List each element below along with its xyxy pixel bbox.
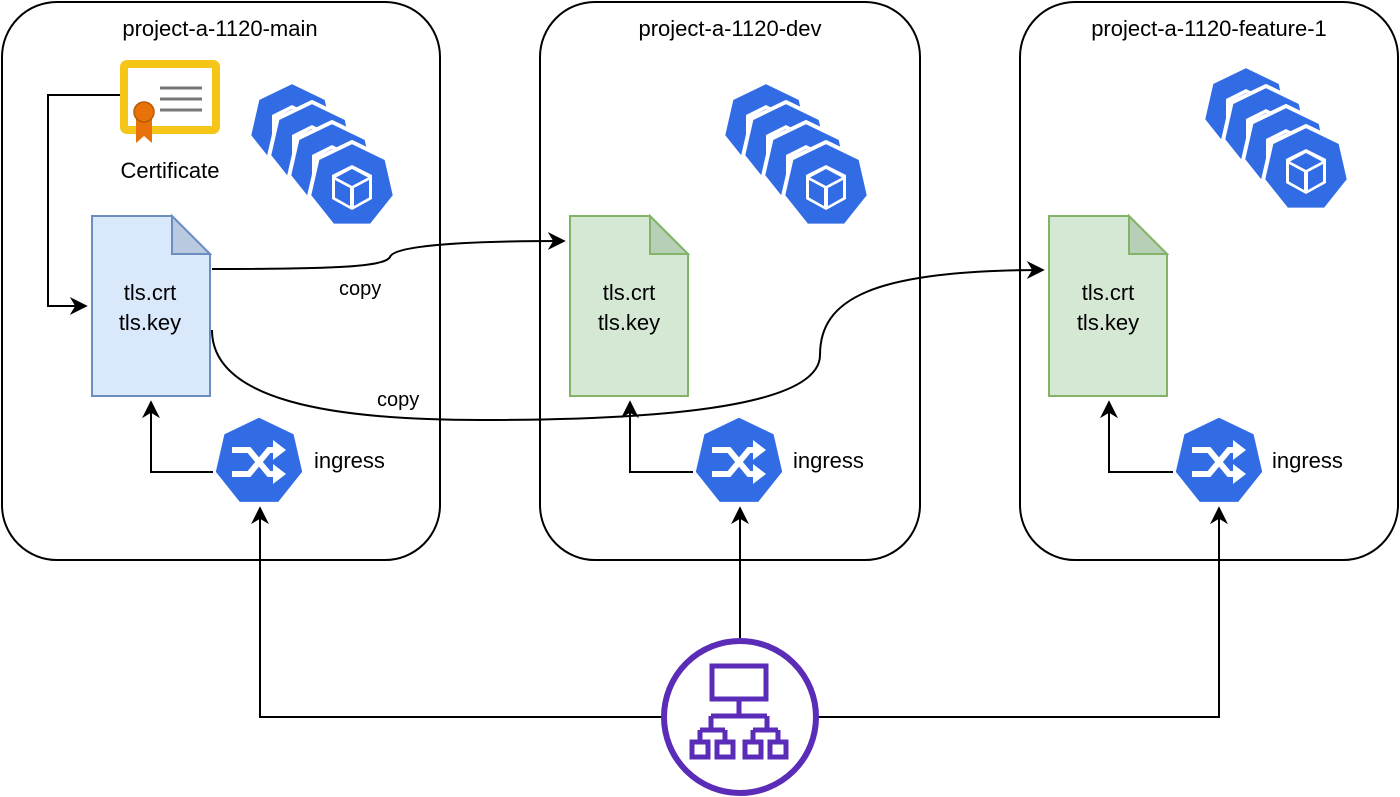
- arrow-ingress-to-secret-feature: [1100, 400, 1173, 473]
- secret-doc-feature: [1048, 213, 1170, 397]
- namespace-title-main: project-a-1120-main: [122, 16, 317, 41]
- certificate-icon: [120, 60, 220, 143]
- ingress-label-feature: ingress: [1272, 448, 1343, 473]
- arrow-copy-to-dev: [211, 232, 566, 270]
- secret-dev-line2: tls.key: [598, 310, 660, 335]
- certificate-label: Certificate: [120, 158, 219, 183]
- secret-feature-line2: tls.key: [1077, 310, 1139, 335]
- arrow-ingress-to-secret-main: [142, 400, 213, 473]
- ingress-label-main: ingress: [314, 448, 385, 473]
- load-balancer-icon: [661, 638, 819, 796]
- namespace-title-feature: project-a-1120-feature-1: [1091, 16, 1327, 41]
- arrow-certificate-to-secret: [47, 94, 120, 315]
- secret-main-line2: tls.key: [119, 310, 181, 335]
- secret-doc-dev: [569, 213, 691, 397]
- arrow-copy-to-feature: [211, 261, 1045, 422]
- arrow-lb-to-ingress-main: [251, 506, 662, 718]
- copy-label-feature: copy: [377, 389, 419, 411]
- arrow-lb-to-ingress-feature: [818, 506, 1228, 718]
- namespace-title-dev: project-a-1120-dev: [638, 16, 821, 41]
- copy-label-dev: copy: [339, 278, 381, 300]
- secret-dev-line1: tls.crt: [603, 280, 656, 305]
- ingress-label-dev: ingress: [793, 448, 864, 473]
- secret-main-line1: tls.crt: [124, 280, 177, 305]
- secret-doc-main: [91, 213, 213, 397]
- arrow-ingress-to-secret-dev: [621, 400, 693, 473]
- secret-feature-line1: tls.crt: [1082, 280, 1135, 305]
